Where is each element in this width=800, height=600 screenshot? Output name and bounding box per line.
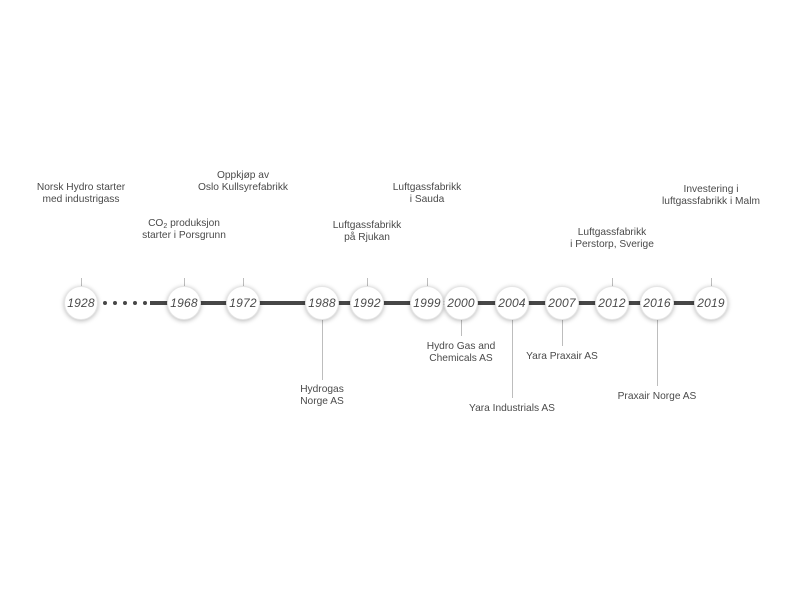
connector-2004 xyxy=(512,303,513,398)
event-text-line: i Perstorp, Sverige xyxy=(570,239,654,250)
timeline-dot xyxy=(123,301,127,305)
event-label-2007: Yara Praxair AS xyxy=(472,351,652,363)
event-text-line: Luftgassfabrikk xyxy=(332,220,402,231)
event-text-line: på Rjukan xyxy=(344,232,390,243)
year-node-1928: 1928 xyxy=(64,286,98,320)
year-node-2004: 2004 xyxy=(495,286,529,320)
event-text-line: Norge AS xyxy=(300,396,344,407)
year-node-2016: 2016 xyxy=(640,286,674,320)
event-text-line: Oppkjøp av xyxy=(216,170,270,181)
event-text-line: Chemicals AS xyxy=(429,353,493,364)
connector-1988 xyxy=(322,303,323,380)
year-label: 1928 xyxy=(67,296,95,310)
event-text-line: Yara Praxair AS xyxy=(526,351,598,362)
event-text-line: starter i Porsgrunn xyxy=(142,230,226,241)
event-text-line: Luftgassfabrikk xyxy=(577,227,647,238)
year-node-2019: 2019 xyxy=(694,286,728,320)
connector-2016 xyxy=(657,303,658,386)
event-label-2004: Yara Industrials AS xyxy=(422,403,602,415)
event-label-2016: Praxair Norge AS xyxy=(567,391,747,403)
timeline-dot xyxy=(103,301,107,305)
year-label: 1999 xyxy=(413,296,441,310)
year-node-2000: 2000 xyxy=(444,286,478,320)
year-label: 1992 xyxy=(353,296,381,310)
event-text-line: Investering i xyxy=(683,184,739,195)
year-label: 2000 xyxy=(447,296,475,310)
event-text-line: Praxair Norge AS xyxy=(617,391,697,402)
year-node-1968: 1968 xyxy=(167,286,201,320)
year-label: 1988 xyxy=(308,296,336,310)
event-text-line: Luftgassfabrikk xyxy=(392,182,462,193)
timeline-dot xyxy=(143,301,147,305)
event-text-line: CO2 produksjon xyxy=(148,218,220,230)
year-node-1992: 1992 xyxy=(350,286,384,320)
timeline-dot xyxy=(133,301,137,305)
event-text-line: Oslo Kullsyrefabrikk xyxy=(197,182,289,193)
event-text-line: luftgassfabrikk i Malm xyxy=(662,196,760,207)
year-node-1972: 1972 xyxy=(226,286,260,320)
year-label: 1972 xyxy=(229,296,257,310)
event-text-line: Hydrogas xyxy=(300,384,344,395)
connector-2007 xyxy=(562,303,563,346)
year-label: 2004 xyxy=(498,296,526,310)
event-text-line: Hydro Gas and xyxy=(426,341,496,352)
timeline-dot xyxy=(113,301,117,305)
year-label: 1968 xyxy=(170,296,198,310)
year-label: 2019 xyxy=(697,296,725,310)
event-text-line: Yara Industrials AS xyxy=(469,403,555,414)
event-text-line: med industrigass xyxy=(42,194,120,205)
year-label: 2007 xyxy=(548,296,576,310)
year-label: 2012 xyxy=(598,296,626,310)
event-text-line: i Sauda xyxy=(409,194,445,205)
year-node-2012: 2012 xyxy=(595,286,629,320)
year-node-2007: 2007 xyxy=(545,286,579,320)
year-node-1988: 1988 xyxy=(305,286,339,320)
event-text-line: Norsk Hydro starter xyxy=(36,182,126,193)
year-node-1999: 1999 xyxy=(410,286,444,320)
year-label: 2016 xyxy=(643,296,671,310)
